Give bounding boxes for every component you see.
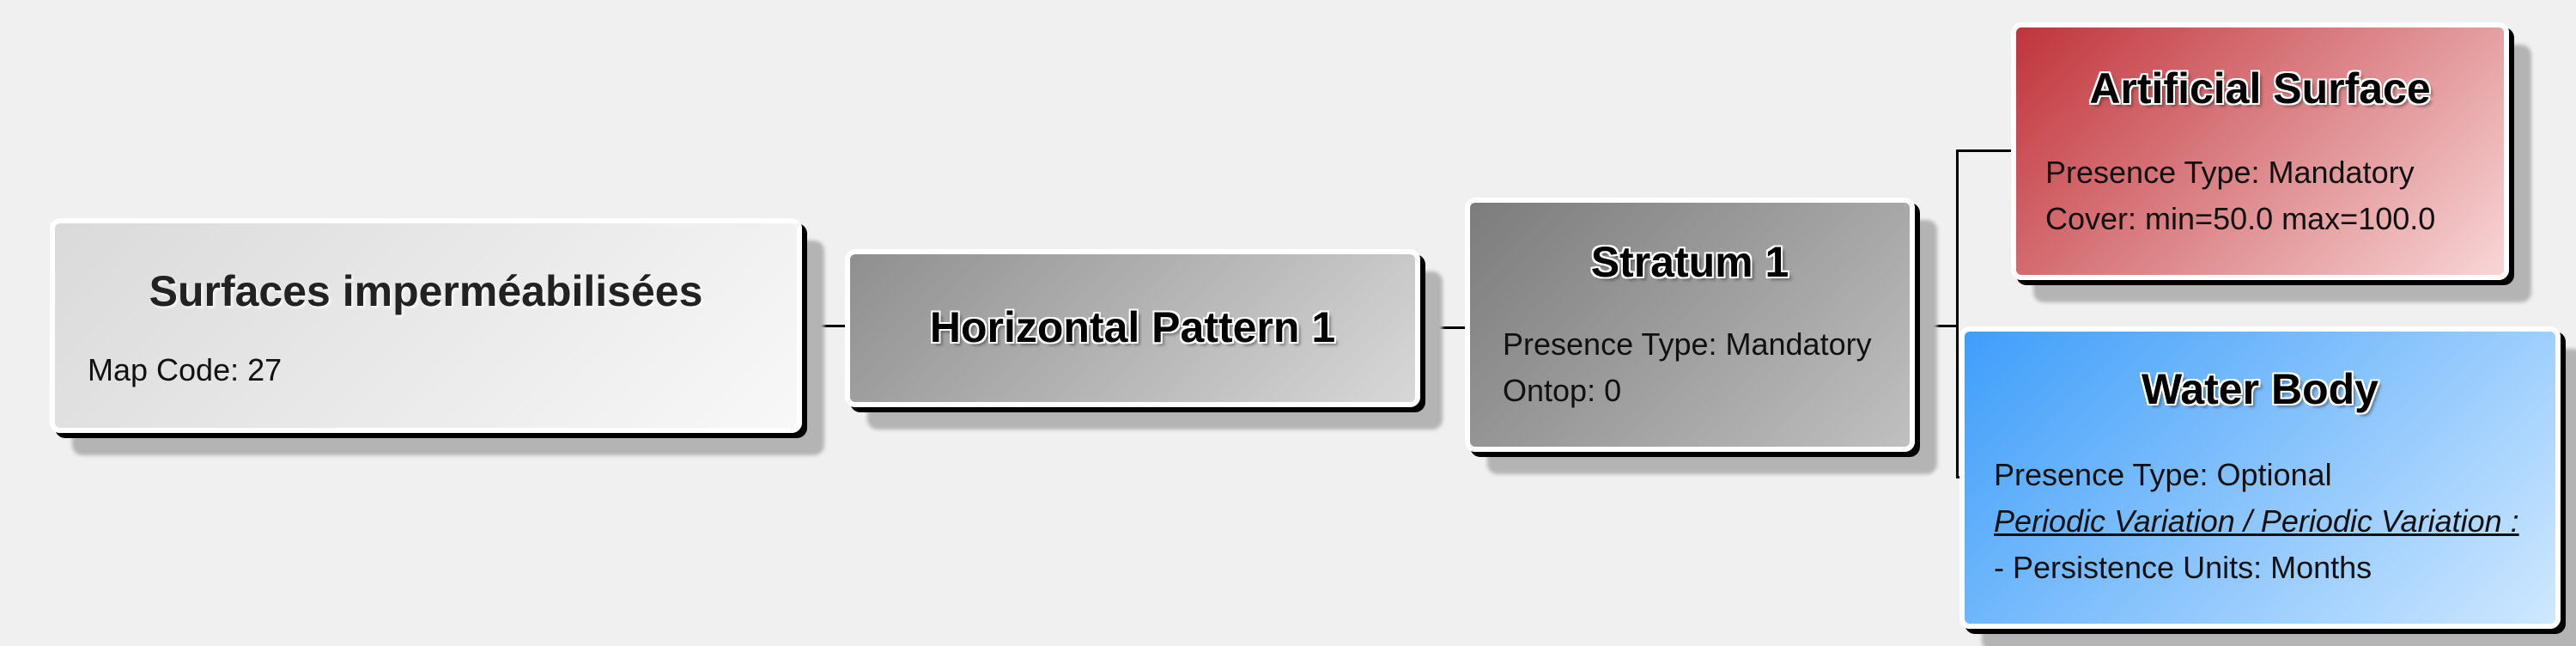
node-horizontal-pattern[interactable]: Horizontal Pattern 1 <box>845 249 1420 407</box>
node-title: Water Body <box>2142 365 2379 413</box>
connector-stratum-stub <box>1915 325 1956 327</box>
node-presence-type: Presence Type: Mandatory <box>2045 155 2415 190</box>
node-presence-type: Presence Type: Mandatory <box>1503 326 1872 362</box>
node-artificial-surface[interactable]: Artificial Surface Presence Type: Mandat… <box>2011 22 2509 280</box>
node-surfaces-impermeabilisees[interactable]: Surfaces imperméabilisées Map Code: 27 <box>50 218 802 433</box>
node-periodic-variation: Periodic Variation / Periodic Variation … <box>1994 503 2519 539</box>
connector-branch-water <box>1956 476 1959 478</box>
node-stratum[interactable]: Stratum 1 Presence Type: Mandatory Ontop… <box>1465 198 1915 452</box>
connector-horizontal-stratum <box>1420 326 1465 329</box>
node-water-body[interactable]: Water Body Presence Type: Optional Perio… <box>1959 326 2561 629</box>
node-persistence-units: - Persistence Units: Months <box>1994 550 2372 585</box>
node-title: Horizontal Pattern 1 <box>929 303 1336 351</box>
node-cover: Cover: min=50.0 max=100.0 <box>2045 201 2436 236</box>
node-title: Artificial Surface <box>2089 64 2431 113</box>
node-title: Surfaces imperméabilisées <box>149 267 703 315</box>
connector-branch-artificial <box>1956 149 2011 152</box>
node-title: Stratum 1 <box>1590 238 1789 286</box>
node-presence-type: Presence Type: Optional <box>1994 457 2332 492</box>
connector-branch-vertical <box>1956 149 1959 478</box>
connector-surfaces-horizontal <box>802 325 845 327</box>
node-ontop: Ontop: 0 <box>1503 373 1622 408</box>
node-map-code: Map Code: 27 <box>88 352 283 387</box>
